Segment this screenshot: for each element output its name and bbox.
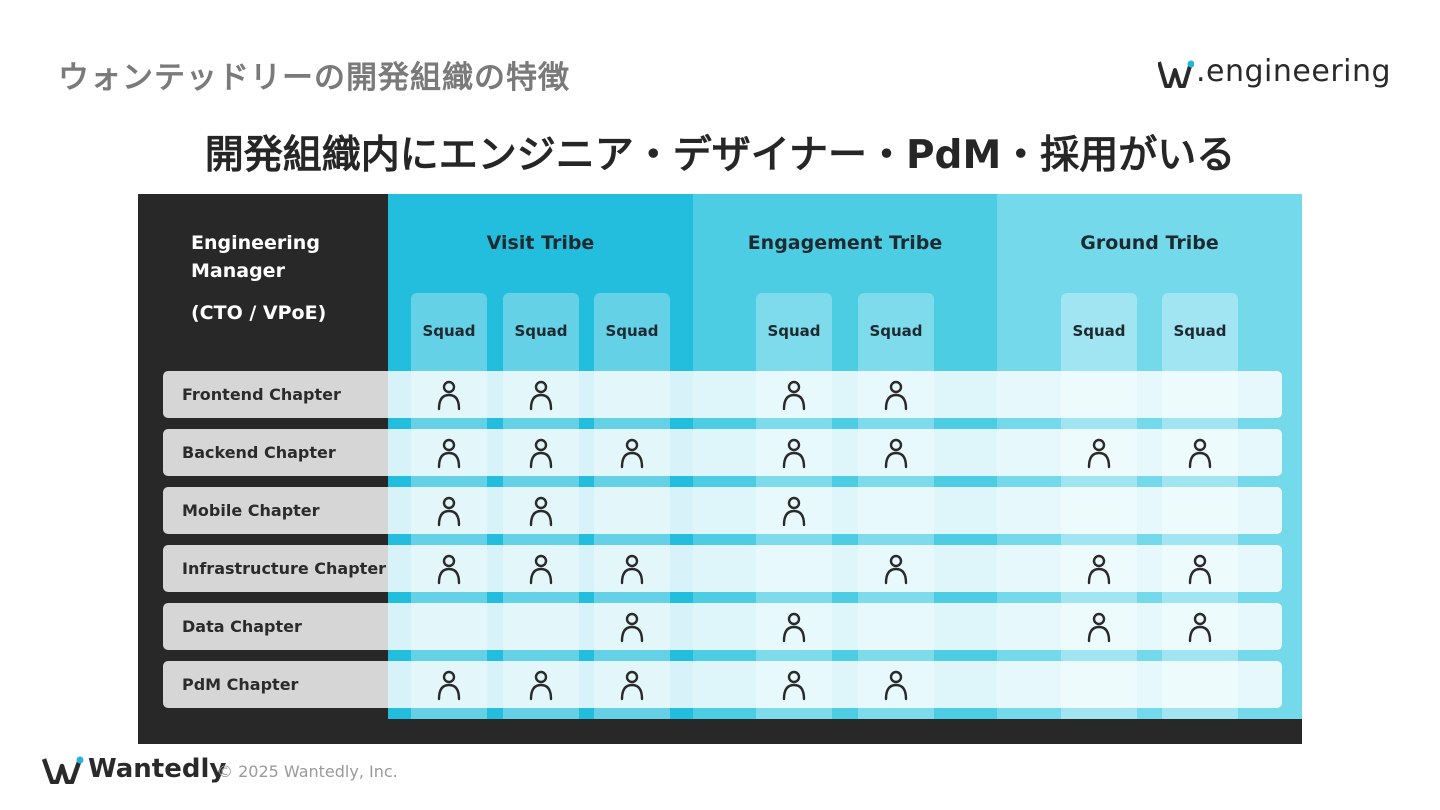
chapter-label: PdM Chapter xyxy=(182,675,299,694)
person-icon xyxy=(436,437,462,469)
person-icon xyxy=(436,669,462,701)
tribe-title: Engagement Tribe xyxy=(747,232,943,254)
engineering-logo: .engineering xyxy=(1158,54,1392,92)
person-icon xyxy=(781,669,807,701)
person-icon xyxy=(1086,437,1112,469)
chapter-row xyxy=(388,371,1282,418)
squad-label: Squad xyxy=(605,322,659,340)
chapter-row xyxy=(388,545,1282,592)
person-icon xyxy=(883,379,909,411)
squad-label: Squad xyxy=(422,322,476,340)
main-heading: 開発組織内にエンジニア・デザイナー・PdM・採用がいる xyxy=(204,133,1236,178)
chapter-label: Infrastructure Chapter xyxy=(182,559,387,578)
person-icon xyxy=(528,553,554,585)
wantedly-w-icon xyxy=(42,756,84,784)
person-icon xyxy=(1187,611,1213,643)
squad-label: Squad xyxy=(1072,322,1126,340)
person-icon xyxy=(781,437,807,469)
person-icon xyxy=(883,669,909,701)
page-title: ウォンテッドリーの開発組織の特徴 xyxy=(58,60,570,96)
wantedly-w-logo-icon xyxy=(1158,60,1194,88)
chapter-label: Mobile Chapter xyxy=(182,501,320,520)
chapter-label-box xyxy=(163,603,388,650)
squad-label: Squad xyxy=(514,322,568,340)
person-icon xyxy=(781,495,807,527)
chapter-row xyxy=(388,429,1282,476)
copyright: © 2025 Wantedly, Inc. xyxy=(217,762,398,781)
person-icon xyxy=(528,437,554,469)
squad-label: Squad xyxy=(1173,322,1227,340)
person-icon xyxy=(1187,437,1213,469)
person-icon xyxy=(436,495,462,527)
person-icon xyxy=(883,437,909,469)
person-icon xyxy=(436,553,462,585)
person-icon xyxy=(781,379,807,411)
person-icon xyxy=(528,669,554,701)
chapter-label-box xyxy=(163,371,388,418)
chapter-label-box xyxy=(163,661,388,708)
manager-title-line2: Manager xyxy=(191,260,285,282)
chapter-label-box xyxy=(163,487,388,534)
squad-label: Squad xyxy=(767,322,821,340)
footer-logo: Wantedly xyxy=(42,754,226,786)
person-icon xyxy=(619,553,645,585)
manager-title-line1: Engineering xyxy=(191,232,320,254)
tribe-title: Ground Tribe xyxy=(1080,232,1219,254)
logo-text: .engineering xyxy=(1196,54,1392,89)
chapter-label-box xyxy=(163,429,388,476)
chapter-label-box xyxy=(163,545,388,592)
person-icon xyxy=(528,379,554,411)
person-icon xyxy=(619,437,645,469)
tribe-title: Visit Tribe xyxy=(486,232,595,254)
chapter-row xyxy=(388,661,1282,708)
chapter-label: Backend Chapter xyxy=(182,443,336,462)
footer-brand: Wantedly xyxy=(88,754,227,784)
person-icon xyxy=(1086,611,1112,643)
person-icon xyxy=(781,611,807,643)
person-icon xyxy=(619,611,645,643)
squad-label: Squad xyxy=(869,322,923,340)
chapter-label: Frontend Chapter xyxy=(182,385,341,404)
person-icon xyxy=(1086,553,1112,585)
person-icon xyxy=(528,495,554,527)
chapter-label: Data Chapter xyxy=(182,617,302,636)
chapter-row xyxy=(388,603,1282,650)
person-icon xyxy=(436,379,462,411)
person-icon xyxy=(1187,553,1213,585)
manager-role: (CTO / VPoE) xyxy=(191,302,327,324)
person-icon xyxy=(619,669,645,701)
chapter-row xyxy=(388,487,1282,534)
person-icon xyxy=(883,553,909,585)
